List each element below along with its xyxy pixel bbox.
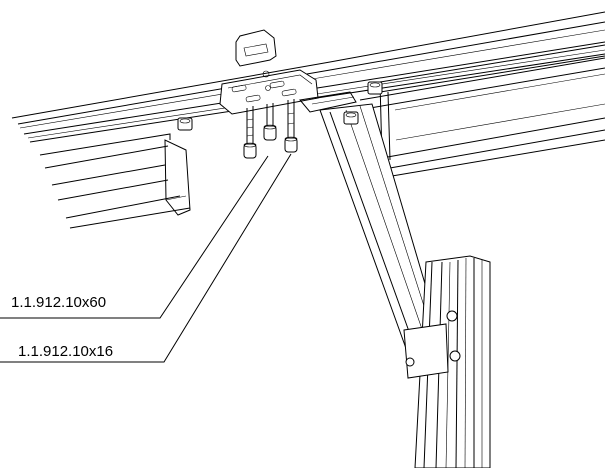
callout-label-1x60: 1.1.912.10x60 [11,294,106,311]
vertical-post [403,255,491,468]
callout-leaders [0,153,292,363]
horizontal-rail [11,11,605,143]
bolts [243,99,298,159]
bolt-right [284,99,298,153]
diagonal-strut [319,103,447,366]
right-profile [367,44,605,177]
callout-label-1x16: 1.1.912.10x16 [18,343,113,360]
bolt-left [243,106,257,159]
mounting-bracket [219,29,357,115]
left-profile [39,117,193,229]
bolt-middle [263,103,277,141]
